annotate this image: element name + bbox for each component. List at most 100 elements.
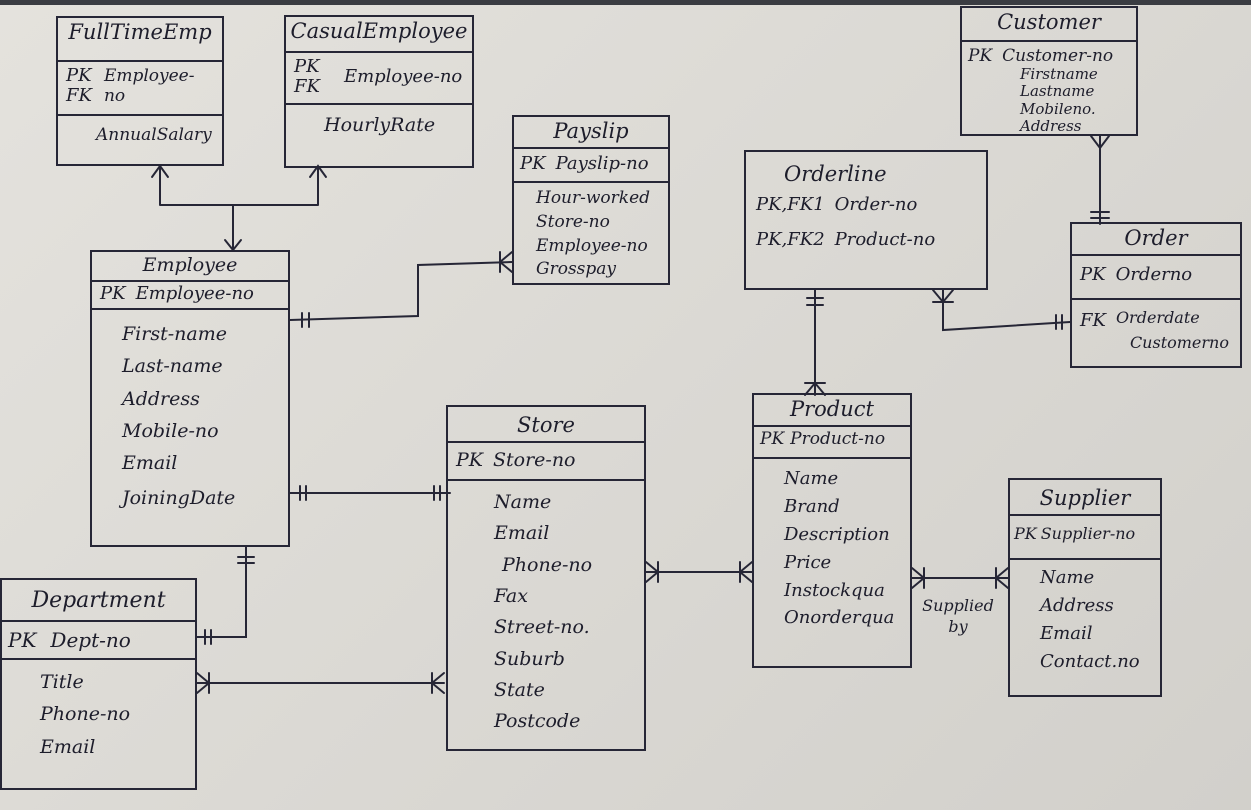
key-field: Supplier-no [1040,524,1136,543]
crowfoot-product-store [738,561,753,583]
entity-title: Department [31,588,166,613]
attribute: Postcode [494,710,581,733]
entity-title: Orderline [784,162,887,186]
crowfoot-product-supplier [911,567,926,589]
rel-line-subtypes-employee [159,167,319,251]
key-field: Customer-no [1002,46,1114,66]
entity-title: CasualEmployee [290,19,468,43]
attribute: Email [494,522,550,545]
key-field: Store-no [492,449,576,471]
attribute: Email [40,735,96,758]
attribute: Hour-worked [536,188,651,208]
crowfoot-supplier-product [994,567,1009,589]
attribute: Name [494,491,552,513]
pk-tag: PK [294,56,320,77]
attribute: Email [1040,622,1093,644]
attribute: Brand [784,495,840,517]
key-field: Employee-no [343,66,463,88]
crowfoot-payslip [498,251,513,273]
entity-employee[interactable]: Employee PK Employee-no First-name Last-n… [90,250,290,547]
one-bar-order-orderline [1055,314,1063,330]
pk-tag: PK [456,449,483,471]
rel-line-employee-department [196,546,247,638]
rel-line-employee-payslip [289,261,513,321]
arrow-to-fulltime [151,164,169,178]
attribute: Onorderqua [784,607,895,629]
crowfoot-orderline-order [932,289,954,304]
attribute: Address [1040,594,1114,616]
fk-tag: FK [1080,310,1106,331]
attribute: HourlyRate [324,114,436,136]
attribute: Name [1040,567,1095,588]
one-bar-employee-payslip [301,312,310,328]
attribute: Address [1020,116,1082,135]
attribute: Price [784,551,832,573]
one-bar-store-employee [433,485,441,501]
entity-title: Store [517,413,575,437]
key-field: Employee-no [135,283,254,304]
crowfoot-department [196,672,211,694]
entity-title: Employee [142,254,238,276]
relationship-label-supplied-by: Supplied by [922,596,994,636]
entity-payslip[interactable]: Payslip PK Payslip-no Hour-worked Store-n… [512,115,670,285]
pk-tag: PK [100,283,126,304]
key-field: Product-no [834,229,936,250]
crowfoot-store-department [430,672,445,694]
crowfoot-customer-order [1090,135,1110,150]
one-bar-employee-department [237,556,255,564]
one-bar-order-customer [1090,211,1110,219]
attribute: Address [122,387,200,410]
attribute: Employee-no [536,235,648,256]
one-bar-orderline-product [806,297,824,306]
attribute: Grosspay [536,259,617,280]
entity-fulltime-emp[interactable]: FullTimeEmp PK FK Employee-no AnnualSala… [56,16,224,166]
pk-tag: PK [760,429,785,449]
pk-fk-tag: PK,FK1 [756,194,825,215]
entity-title: Order [1124,226,1188,250]
one-bar-employee-store [299,485,307,501]
attribute: Last-name [122,355,223,378]
entity-title: Product [790,397,874,421]
fk-tag: FK [66,85,92,106]
attribute: Description [784,523,890,545]
fk-tag: FK [294,75,320,97]
attribute: Firstname [1020,65,1098,83]
attribute: Mobile-no [122,419,219,442]
attribute: Mobileno. [1020,99,1096,118]
entity-casual-employee[interactable]: CasualEmployee PK FK Employee-no HourlyR… [284,15,474,168]
pk-tag: PK [1080,264,1106,285]
attribute: Suburb [494,647,565,670]
attribute: Contact.no [1040,650,1140,672]
entity-title: Payslip [553,119,629,143]
attribute: Customerno [1129,332,1229,352]
top-edge [0,0,1251,5]
attribute: Phone-no [502,553,593,576]
attribute: Store-no [536,211,610,232]
attribute: Orderdate [1115,308,1200,327]
attribute: JoiningDate [122,487,236,510]
attribute: First-name [122,323,227,345]
pk-tag: PK [520,153,546,174]
crowfoot-store-product [645,561,660,583]
attribute: AnnualSalary [96,125,212,145]
pk-tag: PK [8,628,37,652]
key-field: Product-no [790,429,886,449]
entity-title: Supplier [1039,486,1131,510]
pk-tag: PK [1014,524,1037,543]
rel-line-orderline-order [942,289,1071,332]
attribute: Instockqua [784,579,885,601]
attribute: Title [40,671,84,693]
key-field: Payslip-no [555,153,649,174]
attribute: State [494,679,545,702]
entity-title: FullTimeEmp [68,20,212,44]
pk-tag: PK [66,65,92,87]
key-field: Employee-no [103,66,195,106]
